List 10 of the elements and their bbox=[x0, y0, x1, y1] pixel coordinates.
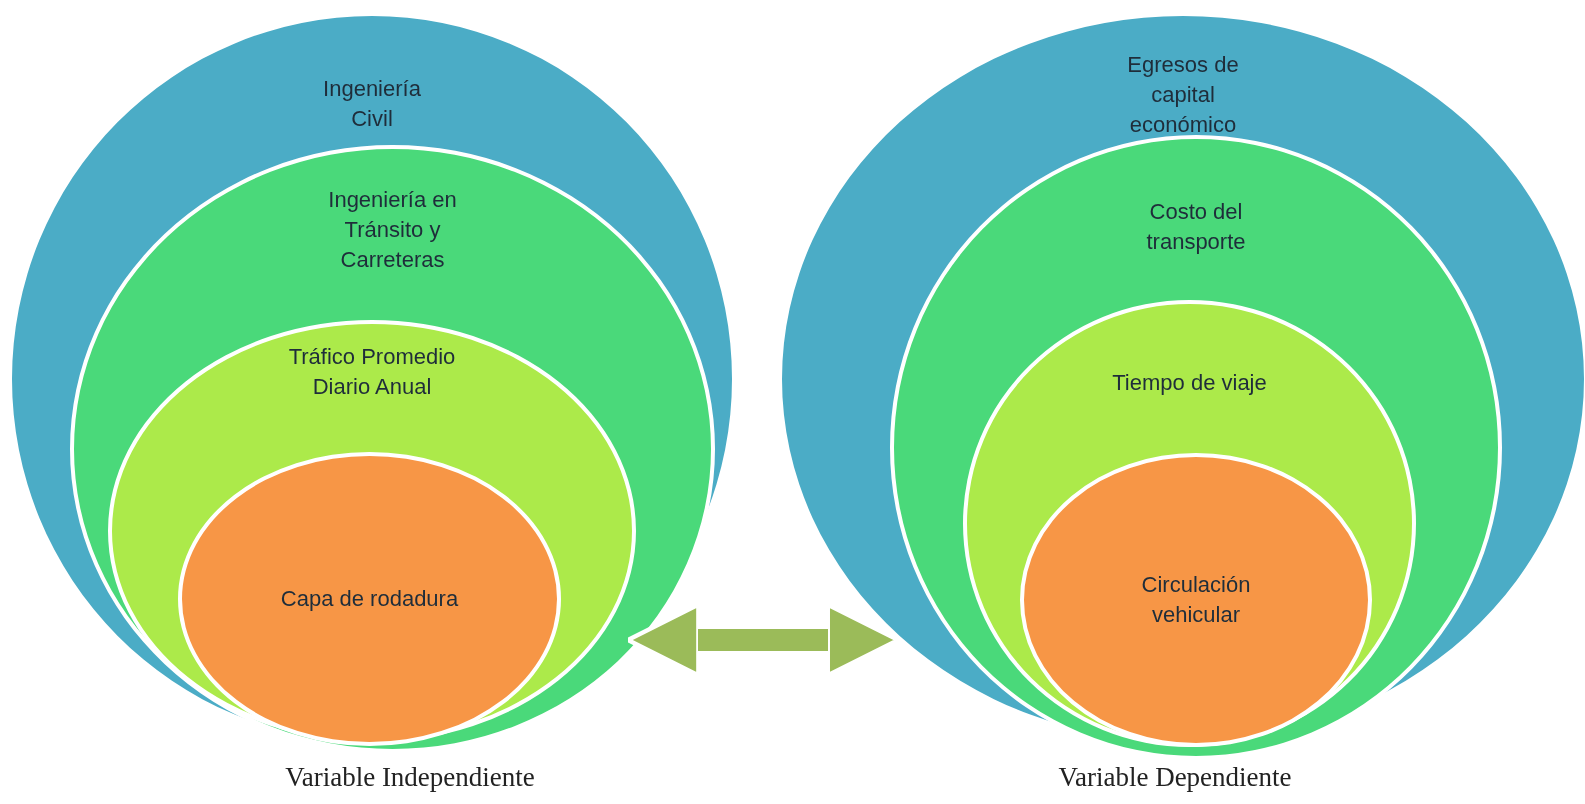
ellipse-label: Tráfico Promedio Diario Anual bbox=[287, 343, 457, 401]
ellipse-label: Capa de rodadura bbox=[279, 585, 460, 613]
group-label: Variable Independiente bbox=[285, 761, 535, 794]
ellipse-label: Ingeniería Civil bbox=[322, 75, 422, 133]
ellipse-label: Ingeniería en Tránsito y Carreteras bbox=[327, 186, 458, 274]
group-label: Variable Dependiente bbox=[1058, 761, 1292, 794]
ellipse-label: Costo del transporte bbox=[1145, 198, 1247, 256]
ellipse-label: Egresos de capital económico bbox=[1126, 51, 1240, 139]
ellipse-label: Circulación vehicular bbox=[1140, 571, 1252, 629]
ellipse-label: Tiempo de viaje bbox=[1111, 369, 1268, 397]
